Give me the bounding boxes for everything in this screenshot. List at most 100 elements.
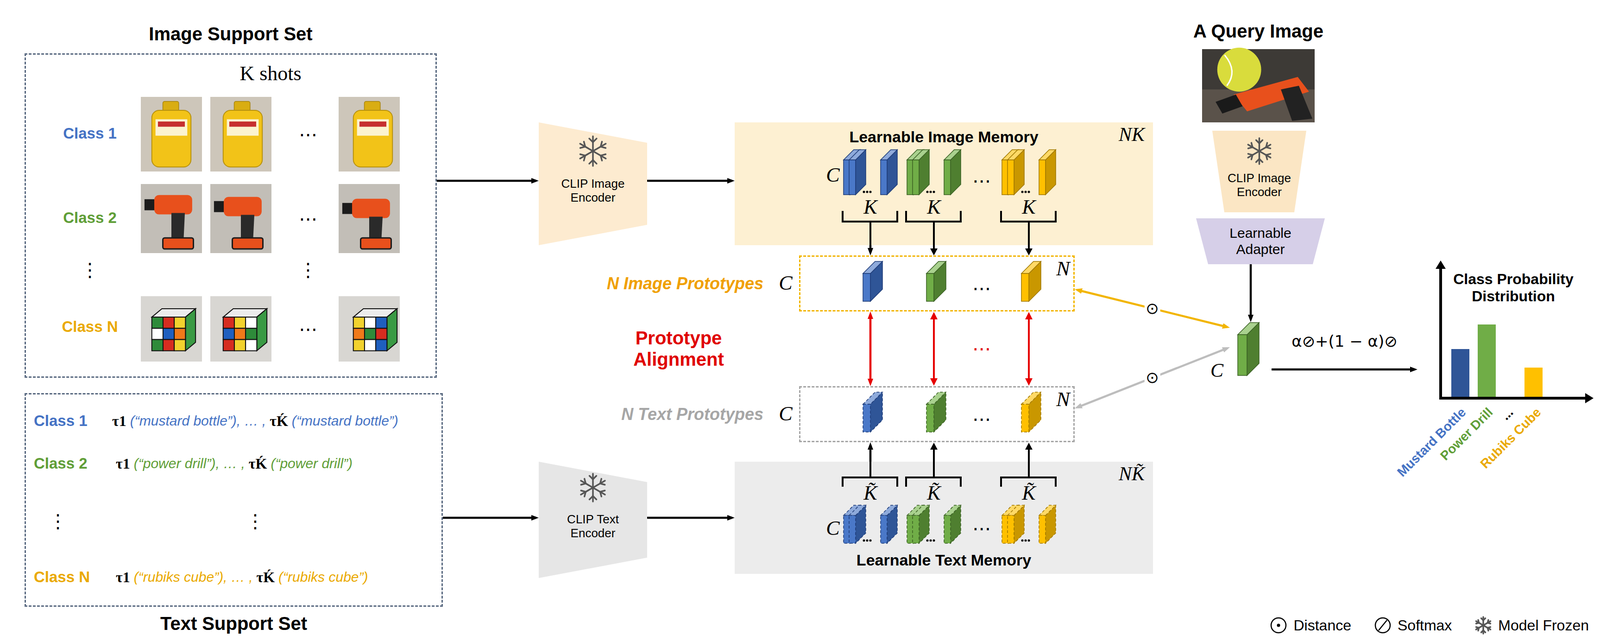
node-note: NK̃: [1118, 462, 1145, 485]
feature-cuboid: [862, 261, 883, 302]
cuboid-side: [919, 504, 930, 543]
ellipsis-dot: [926, 190, 929, 194]
snow-branch: [589, 138, 593, 143]
ellipsis: ⋯: [298, 123, 318, 145]
node-shape: [734, 461, 1153, 574]
query-image: A Query Image: [1202, 49, 1315, 123]
bottle-cap: [234, 101, 251, 113]
cube-top: [151, 308, 196, 317]
cube-side: [256, 308, 267, 351]
bottle-print: [157, 121, 185, 127]
cube-square: [375, 316, 387, 328]
node-shape: [800, 387, 1077, 444]
node-shape: [1417, 259, 1594, 399]
ellipsis-dot: [929, 190, 933, 194]
snow-branch: [600, 154, 606, 156]
drill-chuck: [342, 202, 354, 215]
snow-branch: [584, 478, 586, 484]
snow-arm: [580, 480, 593, 488]
ellipsis: ⋯: [298, 318, 318, 340]
cuboid-front: [1001, 515, 1009, 543]
photo-background: [210, 183, 272, 253]
snow-arm: [1483, 620, 1491, 625]
cuboid-side: [870, 391, 883, 432]
cuboid-front: [926, 273, 934, 302]
node-art: [140, 96, 400, 362]
snow-arm: [1476, 620, 1484, 625]
bracket: [842, 461, 898, 487]
cuboid-front: [907, 159, 914, 195]
cuboid-front: [944, 159, 951, 195]
axis-arrow: [1585, 392, 1594, 404]
prompt-text: (“power drill”), … ,: [133, 455, 246, 472]
connector-arrow: [869, 444, 872, 462]
cube-square: [151, 327, 164, 340]
feature-cuboid: [1001, 149, 1019, 195]
node-art: [842, 149, 1056, 246]
snow-branch: [589, 475, 593, 479]
distance-symbol: [1271, 617, 1286, 633]
dimension-symbol: K: [926, 195, 941, 220]
ellipsis: ⋯: [972, 408, 991, 430]
node-note: NK: [1118, 123, 1145, 146]
cuboid-side: [919, 149, 930, 195]
memory-band: Learnable Image MemoryNK: [734, 122, 1153, 246]
feature-cuboid: [926, 391, 946, 432]
cuboid-top: [843, 504, 861, 516]
cuboid-top: [862, 261, 883, 274]
prompt-template: τ1: [115, 454, 131, 473]
snow-branch: [1266, 153, 1271, 156]
arrow-head: [930, 248, 938, 256]
snow-branch: [580, 483, 586, 485]
cuboid-front: [843, 159, 851, 195]
snow-branch: [1478, 619, 1480, 623]
snow-arm: [592, 143, 606, 152]
ellipsis: ⋯: [298, 207, 318, 230]
cuboid-side: [855, 504, 866, 543]
probability-chart: Class Probability Distribution: [1417, 259, 1594, 399]
cube-square: [223, 316, 235, 328]
ellipsis-dot: [1027, 539, 1031, 542]
snow-arm: [1247, 151, 1260, 158]
connector-arrow: [647, 179, 732, 183]
cuboid-side: [1014, 504, 1025, 543]
cuboid-front: [1021, 273, 1029, 302]
node-title: C: [1210, 359, 1224, 382]
node-title: N Image Prototypes: [606, 273, 764, 293]
ellipsis-dot: [866, 190, 869, 194]
cuboid-front: [1021, 403, 1029, 432]
probability-bar: [1477, 324, 1496, 397]
cube-square: [163, 327, 175, 340]
drill-head: [223, 196, 262, 217]
arrow-shaft: [1027, 317, 1030, 380]
bottle-print: [229, 121, 257, 127]
snow-branch: [580, 490, 586, 492]
ellipsis: ⋯: [972, 337, 991, 360]
cuboid-front: [1001, 159, 1009, 195]
feature-cuboid: [926, 261, 946, 302]
cuboid-front: [862, 403, 871, 432]
drill-chuck: [214, 201, 226, 213]
cuboid-top: [843, 149, 861, 160]
drill-head: [352, 198, 391, 219]
cuboid-side: [850, 149, 861, 195]
fusion-formula: α⊘+(1 − α)⊘: [1290, 332, 1399, 350]
legend-text: Model Frozen: [1498, 616, 1589, 634]
class-label: Class 1: [33, 411, 88, 430]
legend-item: Distance: [1268, 614, 1352, 636]
cuboid-front: [926, 403, 934, 432]
cuboid-top: [926, 391, 946, 404]
cuboid-front: [880, 515, 888, 543]
snow-branch: [1259, 158, 1263, 163]
connector-arrow: [442, 516, 536, 519]
bracket: [842, 210, 898, 246]
photo-background: [210, 296, 272, 362]
ball-seam: [1224, 55, 1233, 86]
cube-square: [375, 327, 387, 340]
cuboid-front: [849, 159, 856, 195]
snow-branch: [584, 491, 586, 497]
softmax-slash: [1378, 619, 1387, 630]
alignment-label: Prototype Alignment: [611, 327, 746, 370]
prompt-template: τḰ: [256, 568, 275, 586]
